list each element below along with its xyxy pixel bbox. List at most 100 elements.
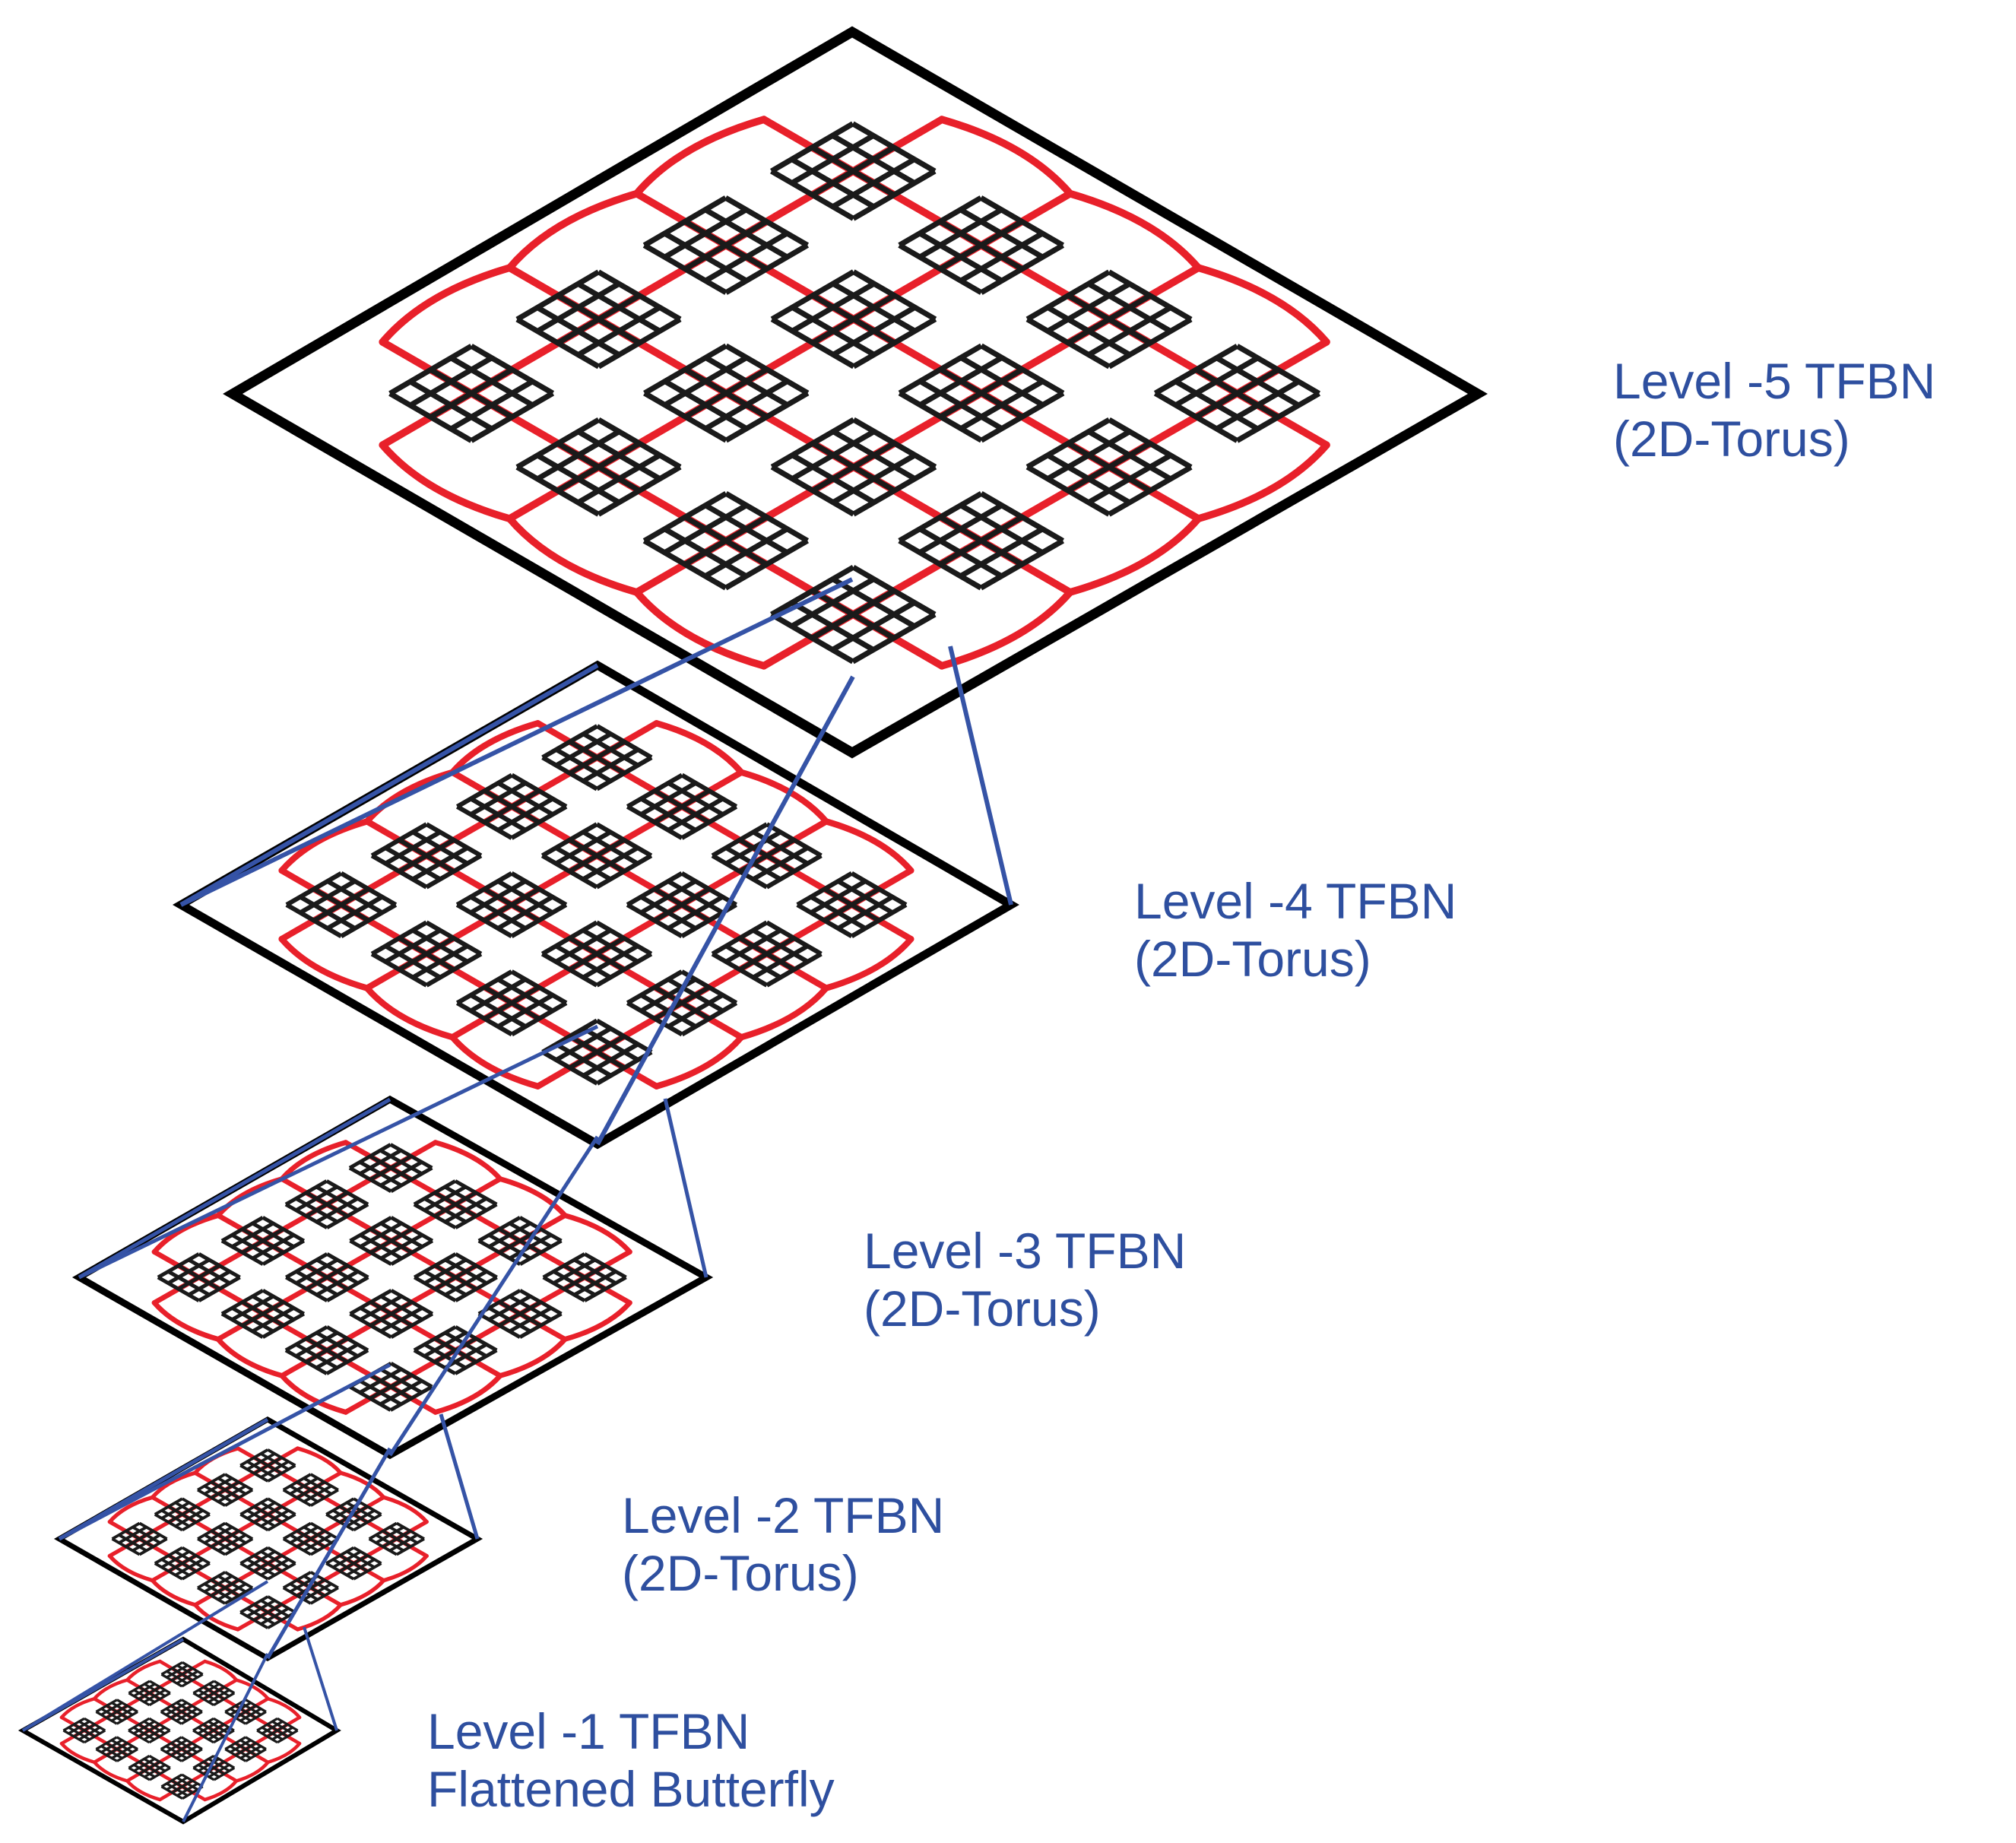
router-mesh-line — [176, 1739, 198, 1753]
router-mesh-line — [724, 195, 810, 248]
level-2-title: Level -2 TFBN — [622, 1487, 944, 1543]
router-mesh-line — [573, 1258, 617, 1285]
torus-wrap-link — [562, 1300, 632, 1342]
router-mesh-line — [413, 1275, 457, 1302]
level-2-plate-border — [53, 1416, 483, 1662]
router-mesh-line — [260, 1558, 290, 1577]
router-mesh-line — [217, 1582, 247, 1601]
router-cluster — [515, 417, 682, 517]
router-mesh-line — [979, 195, 1065, 248]
router-mesh-line — [252, 1294, 295, 1321]
router-cluster — [541, 724, 653, 791]
router-mesh-line — [509, 1294, 553, 1321]
router-mesh-line — [667, 781, 724, 817]
router-mesh-line — [680, 772, 738, 809]
router-mesh-line — [379, 1233, 423, 1261]
level-1-plate — [17, 1636, 341, 1825]
router-mesh-line — [766, 822, 823, 858]
router-mesh-line — [1108, 465, 1193, 517]
router-mesh-line — [213, 1729, 235, 1744]
router-mesh-line — [211, 1578, 240, 1597]
router-mesh-line — [346, 1558, 376, 1577]
router-mesh-line — [683, 219, 769, 271]
torus-wrap-link — [125, 1779, 162, 1802]
router-mesh-line — [267, 1595, 296, 1614]
router-mesh-line — [852, 417, 937, 470]
router-mesh-line — [390, 1312, 434, 1339]
router-mesh-line — [95, 1748, 118, 1762]
router-mesh-line — [369, 1227, 414, 1255]
router-mesh-line — [498, 1227, 542, 1255]
router-cluster — [160, 1699, 203, 1725]
router-mesh-line — [132, 1534, 161, 1553]
router-mesh-line — [483, 985, 540, 1021]
router-mesh-line — [388, 1534, 418, 1553]
router-mesh-line — [143, 1757, 166, 1772]
router-mesh-line — [626, 902, 683, 938]
router-mesh-line — [260, 1599, 290, 1618]
router-mesh-line — [217, 1525, 247, 1544]
router-mesh-line — [176, 1702, 198, 1716]
router-mesh-line — [509, 1233, 553, 1261]
router-mesh-line — [597, 465, 682, 517]
router-mesh-line — [509, 1221, 553, 1248]
router-mesh-line — [823, 887, 880, 923]
torus-wrap-link — [278, 935, 371, 991]
router-mesh-line — [296, 1530, 325, 1548]
router-mesh-line — [132, 1525, 161, 1544]
router-mesh-line — [188, 1270, 231, 1297]
router-mesh-line — [208, 1689, 230, 1704]
torus-wrap-link — [433, 1373, 503, 1415]
router-cluster — [1025, 417, 1193, 517]
router-cluster — [154, 1497, 211, 1532]
router-mesh-line — [831, 157, 916, 209]
router-mesh-line — [680, 871, 737, 907]
level-5-plate-border — [223, 26, 1488, 759]
router-mesh-line — [939, 515, 1024, 567]
torus-wrap-link — [938, 116, 1074, 198]
router-mesh-line — [752, 944, 809, 980]
router-mesh-line — [379, 1379, 423, 1407]
router-mesh-line — [810, 588, 895, 641]
router-mesh-line — [582, 830, 639, 866]
router-mesh-line — [667, 993, 724, 1029]
router-cluster — [284, 1325, 369, 1375]
router-mesh-line — [160, 1699, 182, 1713]
torus-wrap-link — [279, 1373, 349, 1415]
router-mesh-line — [379, 1160, 423, 1188]
router-mesh-line — [496, 993, 554, 1029]
router-mesh-line — [208, 1763, 230, 1778]
router-mesh-line — [252, 1221, 295, 1248]
router-mesh-line — [315, 1270, 360, 1297]
router-mesh-line — [262, 1216, 306, 1243]
router-mesh-line — [582, 928, 639, 964]
connector-line — [948, 646, 1013, 906]
router-mesh-line — [271, 1720, 293, 1735]
router-mesh-line — [267, 1448, 296, 1467]
router-mesh-line — [241, 1300, 284, 1328]
connector-edge — [58, 1417, 269, 1541]
router-mesh-line — [540, 853, 598, 890]
router-mesh-line — [680, 1001, 738, 1037]
router-mesh-line — [1087, 281, 1172, 334]
router-mesh-line — [315, 1197, 359, 1224]
router-mesh-line — [1235, 344, 1321, 396]
router-mesh-line — [583, 1275, 627, 1302]
torus-wrap-link — [59, 1696, 97, 1720]
router-cluster — [239, 1448, 296, 1483]
router-mesh-line — [597, 269, 682, 322]
router-mesh-line — [389, 1143, 433, 1170]
router-cluster — [160, 1661, 204, 1688]
router-cluster — [128, 1680, 171, 1706]
router-cluster — [197, 1571, 254, 1605]
router-mesh-line — [1087, 429, 1172, 482]
router-mesh-line — [704, 503, 789, 555]
torus-wrap-link — [823, 935, 914, 991]
router-mesh-line — [959, 503, 1044, 555]
router-mesh-line — [267, 1562, 296, 1581]
router-mesh-line — [176, 1782, 198, 1797]
router-mesh-line — [285, 871, 343, 907]
router-mesh-line — [1108, 316, 1193, 370]
router-mesh-line — [340, 902, 398, 938]
connector-line — [179, 577, 854, 907]
